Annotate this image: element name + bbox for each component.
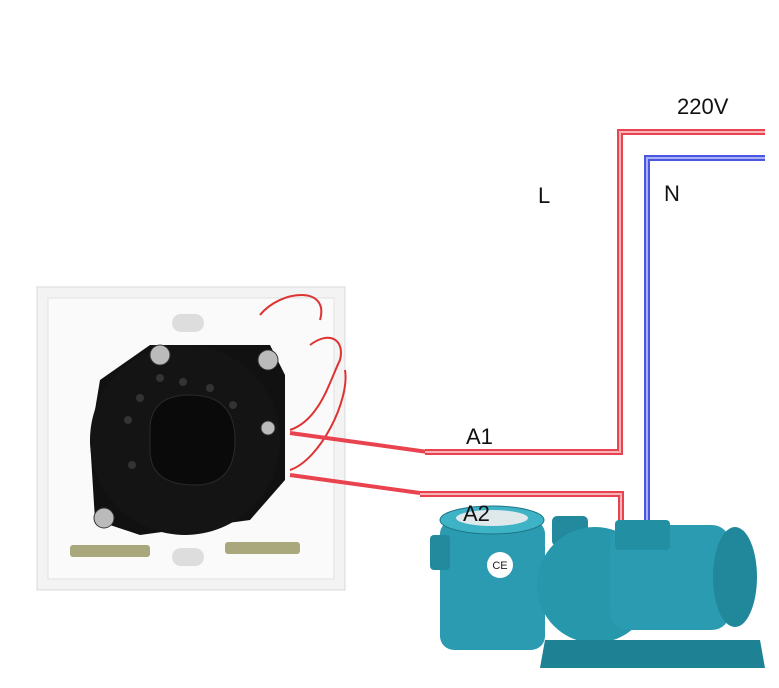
mount-slot xyxy=(172,314,204,332)
a2-wire-highlight xyxy=(420,493,622,530)
a1-lead xyxy=(289,431,429,454)
terminal-screw xyxy=(257,349,279,371)
pump-strainer xyxy=(440,520,545,650)
a2-lead xyxy=(289,473,421,495)
motor-fan-cover xyxy=(713,527,757,627)
voltage-label: 220V xyxy=(677,94,729,119)
terminal-screw xyxy=(149,344,171,366)
a2-label: A2 xyxy=(463,501,490,526)
terminal-box xyxy=(615,520,670,550)
live-label: L xyxy=(538,183,551,208)
jumper-wire xyxy=(259,294,323,321)
strainer-window xyxy=(456,510,528,526)
ce-badge xyxy=(487,552,513,578)
pool-pump: CE xyxy=(430,505,765,668)
neutral-label: N xyxy=(664,181,680,206)
jumper-wire xyxy=(289,336,342,431)
mount-slot xyxy=(172,548,204,566)
terminal-screw xyxy=(260,420,276,436)
pump-motor xyxy=(610,525,730,630)
a1-label: A1 xyxy=(466,424,493,449)
neutral-wire xyxy=(644,155,765,525)
screw xyxy=(225,542,300,554)
live-wire-highlight xyxy=(425,131,765,453)
timer-pins xyxy=(124,374,237,469)
pump-base xyxy=(540,640,765,668)
ce-mark: CE xyxy=(492,560,507,572)
neutral-wire-highlight xyxy=(646,157,765,525)
jumper-wire xyxy=(289,369,347,471)
screw xyxy=(70,545,150,557)
timer-switch xyxy=(36,286,347,591)
pump-inlet xyxy=(430,535,450,570)
terminal-screw xyxy=(93,507,115,529)
live-wire xyxy=(425,129,765,455)
timer-knob xyxy=(149,394,236,486)
